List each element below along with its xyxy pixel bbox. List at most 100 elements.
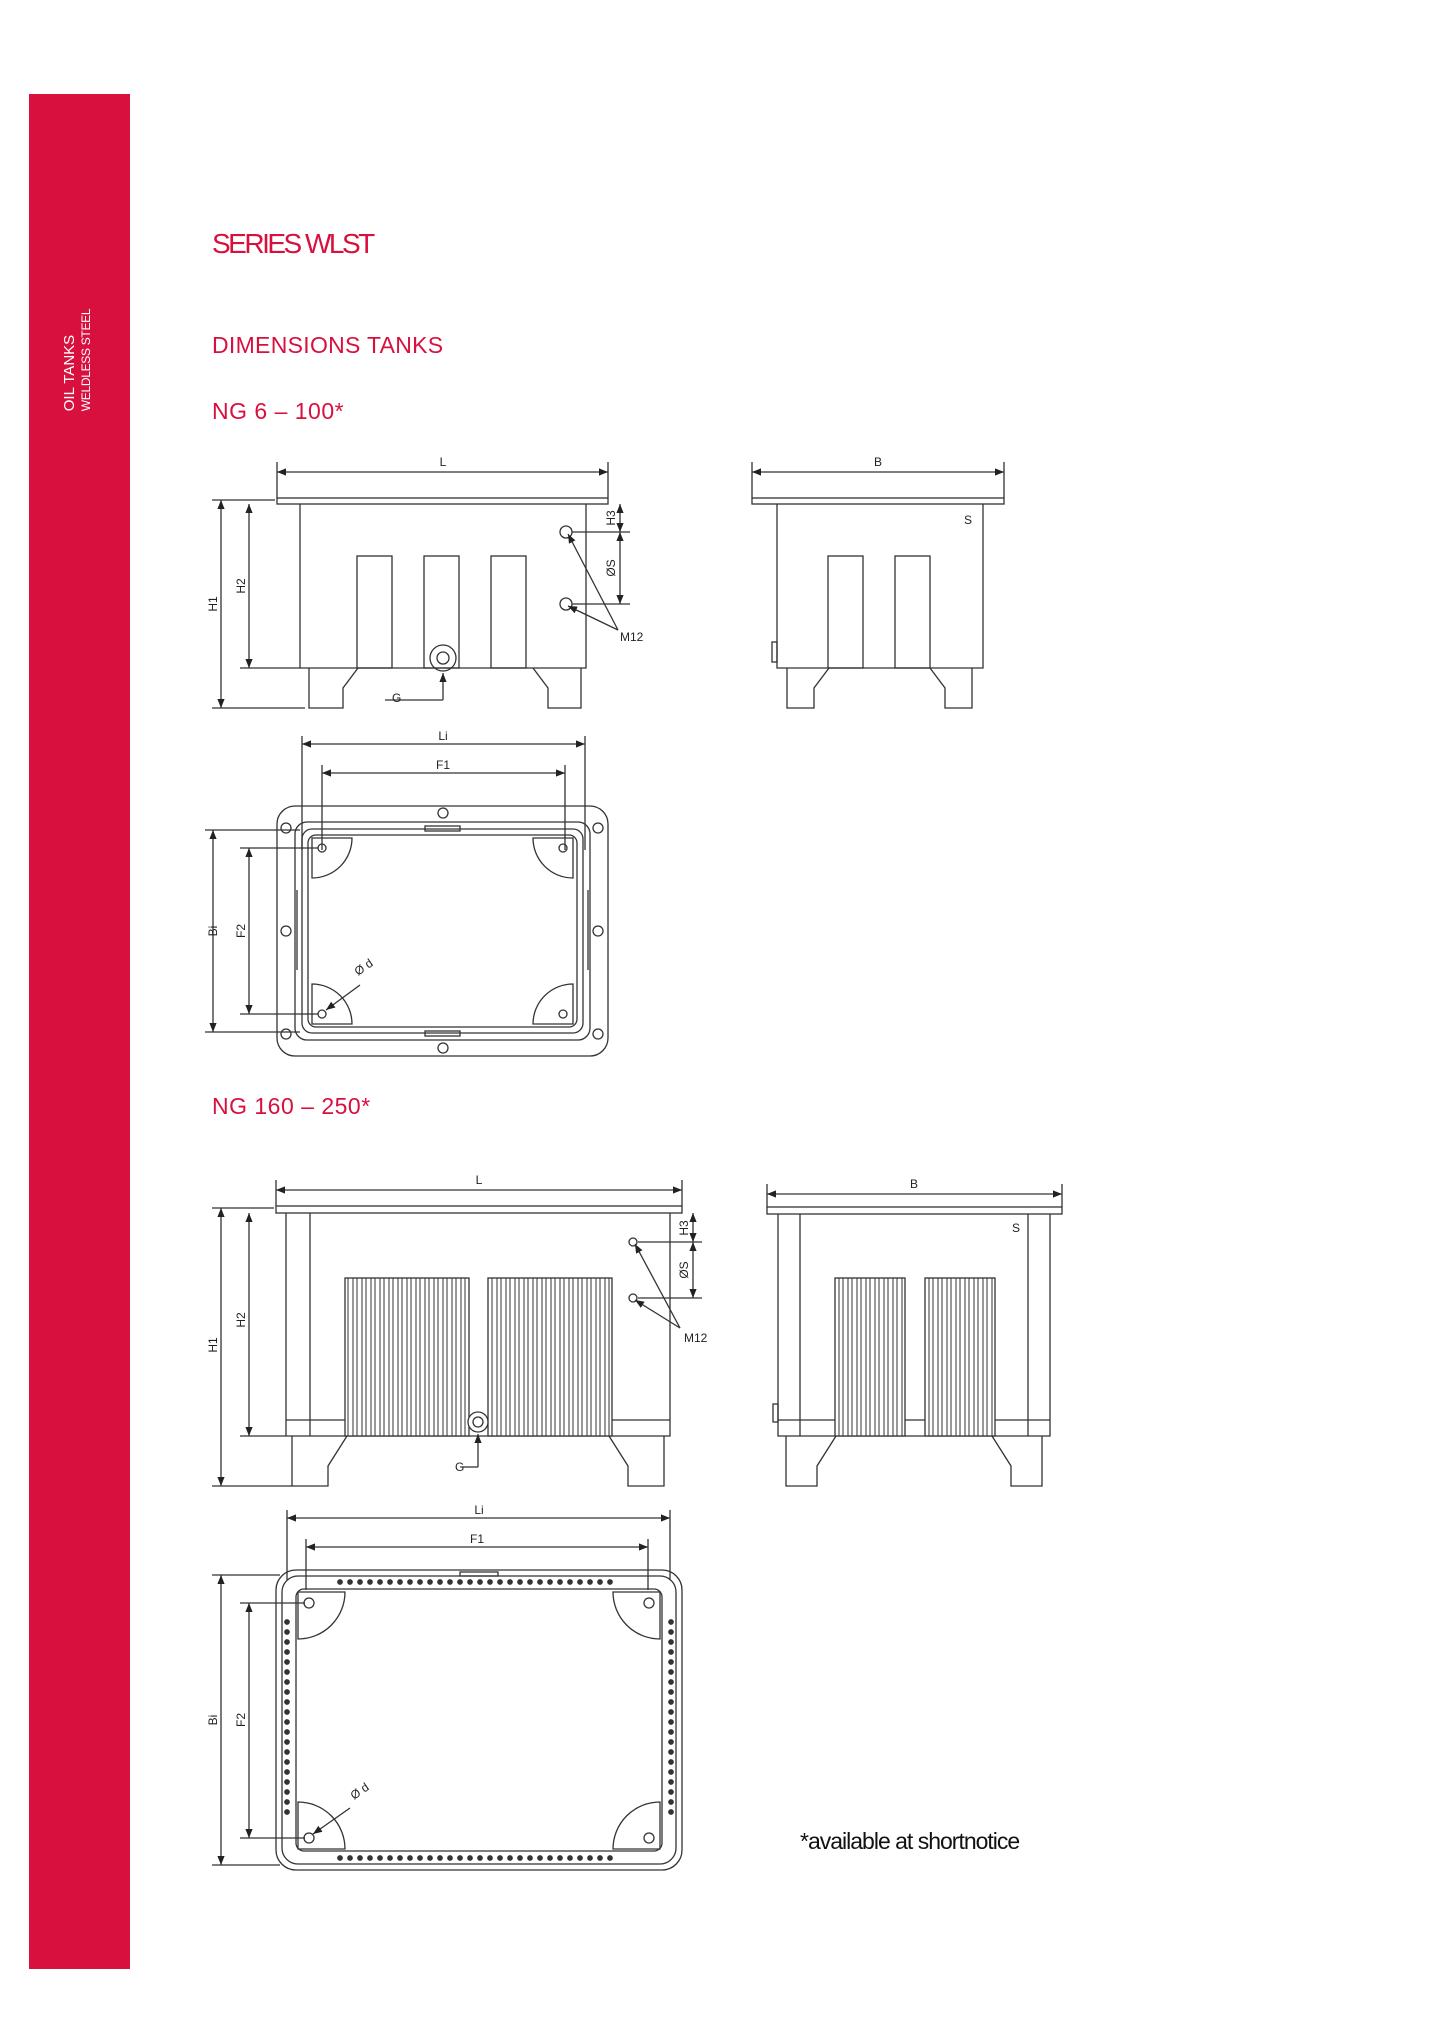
flange-bolt	[668, 1699, 674, 1705]
dim-label-oS-small: ØS	[604, 559, 618, 576]
flange-bolt	[337, 1579, 343, 1585]
flange-bolt	[547, 1855, 553, 1861]
flange-bolt	[447, 1855, 453, 1861]
flange-bolt	[668, 1789, 674, 1795]
flange-bolt	[407, 1579, 413, 1585]
flange-bolt	[668, 1689, 674, 1695]
flange-bolt	[527, 1855, 533, 1861]
flange-bolt	[668, 1719, 674, 1725]
dim-label-Li-large: Li	[474, 1503, 483, 1517]
flange-bolt	[357, 1855, 363, 1861]
flange-bolt	[607, 1579, 613, 1585]
dim-label-M12-large: M12	[684, 1331, 708, 1345]
flange-bolt	[284, 1799, 290, 1805]
dim-label-B-large: B	[910, 1177, 918, 1191]
flange-bolt	[437, 1855, 443, 1861]
flange-bolt	[387, 1855, 393, 1861]
dim-label-H2-large: H2	[234, 1312, 248, 1328]
bolt-row-top	[337, 1579, 613, 1585]
flange-bolt	[577, 1855, 583, 1861]
flange-bolt	[357, 1579, 363, 1585]
flange-bolt	[668, 1679, 674, 1685]
flange-bolt	[417, 1579, 423, 1585]
flange-bolt	[284, 1759, 290, 1765]
flange-bolt	[284, 1769, 290, 1775]
flange-bolt	[668, 1809, 674, 1815]
flange-bolt	[668, 1669, 674, 1675]
flange-bolt	[487, 1579, 493, 1585]
bolt-row-right	[668, 1619, 674, 1815]
flange-bolt	[477, 1855, 483, 1861]
dim-label-H1-large: H1	[206, 1337, 220, 1353]
flange-bolt	[668, 1739, 674, 1745]
dim-label-H3-small: H3	[604, 510, 618, 526]
flange-bolt	[284, 1749, 290, 1755]
flange-bolt	[547, 1579, 553, 1585]
flange-bolt	[377, 1579, 383, 1585]
front-view-large	[212, 1180, 702, 1487]
flange-bolt	[284, 1659, 290, 1665]
flange-bolt	[377, 1855, 383, 1861]
flange-bolt	[397, 1855, 403, 1861]
dim-label-M12-small: M12	[620, 630, 644, 644]
flange-bolt	[557, 1579, 563, 1585]
dim-label-H3-large: H3	[677, 1220, 691, 1236]
flange-bolt	[668, 1629, 674, 1635]
flange-bolt	[668, 1649, 674, 1655]
footnote: *available at shortnotice	[800, 1828, 1020, 1854]
flange-bolt	[597, 1579, 603, 1585]
flange-bolt	[284, 1649, 290, 1655]
flange-bolt	[537, 1855, 543, 1861]
flange-bolt	[587, 1579, 593, 1585]
flange-bolt	[367, 1579, 373, 1585]
side-view-large	[766, 1184, 1063, 1487]
flange-bolt	[597, 1855, 603, 1861]
flange-bolt	[557, 1855, 563, 1861]
flange-bolt	[284, 1739, 290, 1745]
dim-label-H1-small: H1	[206, 596, 220, 612]
flange-bolt	[337, 1855, 343, 1861]
dim-label-F1-small: F1	[436, 758, 450, 772]
flange-bolt	[284, 1679, 290, 1685]
top-view-large	[212, 1510, 683, 1871]
flange-bolt	[457, 1855, 463, 1861]
dim-label-oS-large: ØS	[677, 1261, 691, 1278]
dim-label-S-small: S	[964, 513, 972, 527]
flange-bolt	[567, 1855, 573, 1861]
dim-label-F2-small: F2	[234, 924, 248, 938]
dim-label-L-small: L	[440, 455, 447, 469]
dim-label-od-large: Ø d	[348, 1780, 372, 1803]
dim-label-S-large: S	[1012, 1221, 1020, 1235]
flange-bolt	[487, 1855, 493, 1861]
flange-bolt	[668, 1749, 674, 1755]
flange-bolt	[437, 1579, 443, 1585]
flange-bolt	[284, 1809, 290, 1815]
flange-bolt	[668, 1759, 674, 1765]
dim-label-od-small: Ø d	[352, 956, 376, 979]
front-view-small	[212, 462, 630, 709]
flange-bolt	[477, 1579, 483, 1585]
bolt-row-left	[284, 1619, 290, 1815]
flange-bolt	[284, 1619, 290, 1625]
dim-label-Bi-small: Bi	[206, 926, 220, 937]
flange-bolt	[507, 1579, 513, 1585]
flange-bolt	[537, 1579, 543, 1585]
flange-bolt	[417, 1855, 423, 1861]
flange-bolt	[284, 1729, 290, 1735]
flange-bolt	[668, 1779, 674, 1785]
flange-bolt	[527, 1579, 533, 1585]
group-title-ng6-100: NG 6 – 100*	[212, 398, 345, 424]
flange-bolt	[284, 1639, 290, 1645]
bolt-row-bottom	[337, 1855, 613, 1861]
flange-bolt	[668, 1799, 674, 1805]
flange-bolt	[284, 1709, 290, 1715]
dim-label-B-small: B	[874, 455, 882, 469]
flange-bolt	[577, 1579, 583, 1585]
series-title: SERIES WLST	[212, 228, 375, 259]
dim-label-F1-large: F1	[470, 1532, 484, 1546]
flange-bolt	[668, 1709, 674, 1715]
flange-bolt	[347, 1855, 353, 1861]
flange-bolt	[284, 1719, 290, 1725]
flange-bolt	[467, 1855, 473, 1861]
